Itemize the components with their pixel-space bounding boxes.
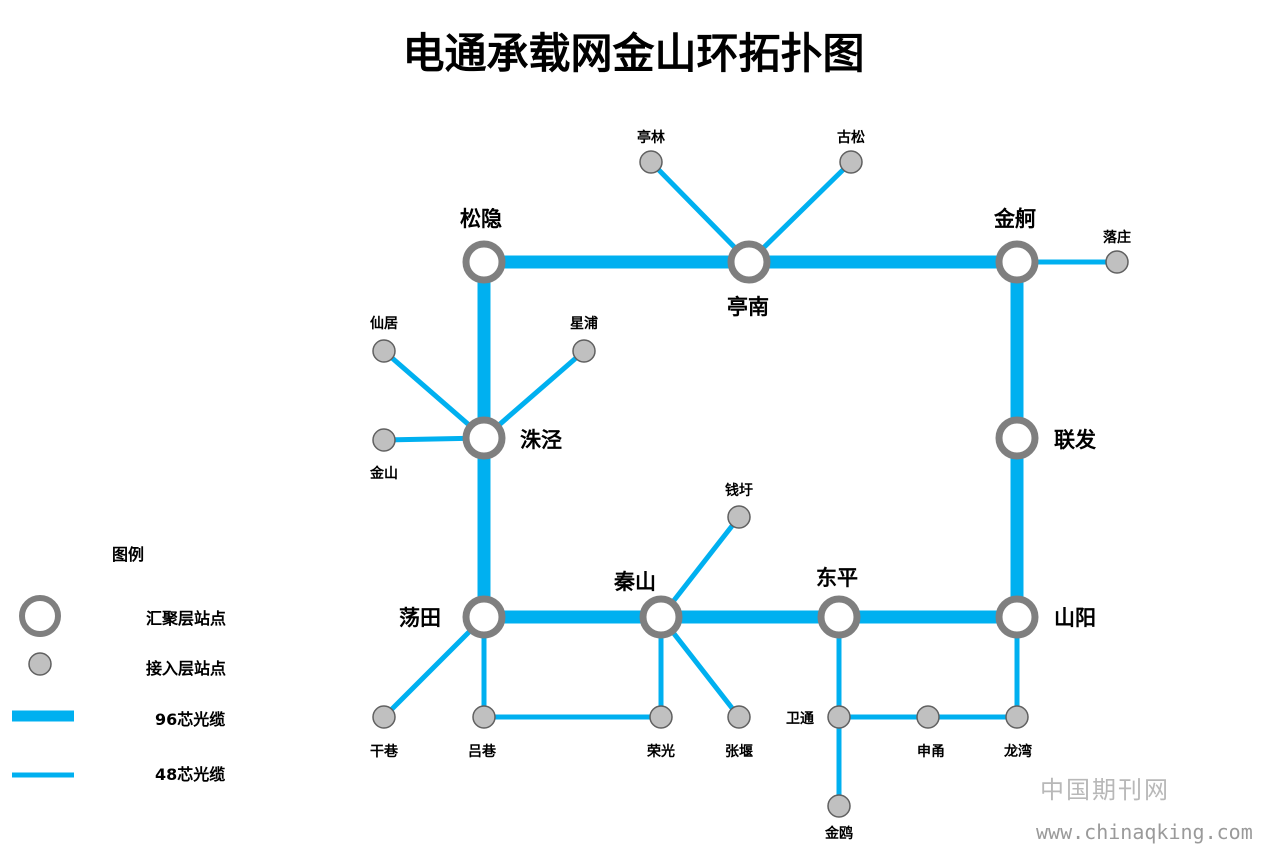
link-tinglin-tingnan xyxy=(649,160,751,264)
watermark-text: 中国期刊网 xyxy=(1040,776,1170,804)
legend-cable96-label: 96芯光缆 xyxy=(155,710,226,729)
node-qinshan xyxy=(639,595,683,639)
node-gusong xyxy=(839,150,863,174)
label-zhujing: 洙泾 xyxy=(520,428,562,452)
minor-nodes xyxy=(372,150,1129,818)
watermark-url: www.chinaqking.com xyxy=(1036,820,1253,844)
link-dangtian-ganxiang xyxy=(382,615,486,719)
label-dangtian: 荡田 xyxy=(399,606,441,630)
node-qianyu xyxy=(727,505,751,529)
label-songyin: 松隐 xyxy=(460,207,502,231)
node-weitong xyxy=(827,705,851,729)
label-jinou: 金鸥 xyxy=(824,825,853,842)
label-lianfa: 联发 xyxy=(1054,428,1097,452)
node-shenyong xyxy=(916,705,940,729)
node-lvxiang xyxy=(472,705,496,729)
major-nodes xyxy=(462,240,1039,639)
node-luozhuang xyxy=(1105,250,1129,274)
legend-major-label: 汇聚层站点 xyxy=(146,609,227,628)
node-ganxiang xyxy=(372,705,396,729)
label-lvxiang: 吕巷 xyxy=(468,743,497,760)
node-jinshan xyxy=(372,428,396,452)
legend-title: 图例 xyxy=(112,545,145,564)
label-ganxiang: 干巷 xyxy=(370,743,399,760)
node-zhujing xyxy=(462,416,506,460)
label-rongguang: 荣光 xyxy=(646,743,675,760)
label-shenyong: 申甬 xyxy=(917,743,945,760)
legend-minor-symbol xyxy=(28,652,52,676)
label-shanyang: 山阳 xyxy=(1054,606,1096,630)
node-dongping xyxy=(817,595,861,639)
label-luozhuang: 落庄 xyxy=(1103,229,1131,246)
link-gusong-tingnan xyxy=(747,160,853,264)
label-qinshan: 秦山 xyxy=(613,570,656,594)
node-longwan xyxy=(1005,705,1029,729)
label-dongping: 东平 xyxy=(816,566,858,590)
label-tingnan: 亭南 xyxy=(727,295,769,319)
node-rongguang xyxy=(649,705,673,729)
legend-minor-label: 接入层站点 xyxy=(146,659,227,678)
label-qianyu: 钱圩 xyxy=(725,482,753,499)
label-xianju: 仙居 xyxy=(370,315,398,332)
legend-symbols xyxy=(12,595,74,778)
label-gusong: 古松 xyxy=(837,129,865,146)
legend-major-symbol xyxy=(19,595,61,637)
label-longwan: 龙湾 xyxy=(1003,743,1032,760)
page-title: 电通承载网金山环拓扑图 xyxy=(402,29,865,78)
label-tinglin: 亭林 xyxy=(637,129,665,146)
node-zhangyan xyxy=(727,705,751,729)
label-xingpu: 星浦 xyxy=(570,315,598,332)
node-dangtian xyxy=(462,595,506,639)
link-xianju-zhujing xyxy=(382,349,486,440)
node-jinou xyxy=(827,794,851,818)
label-zhangyan: 张堰 xyxy=(725,743,753,760)
node-xianju xyxy=(372,339,396,363)
node-songyin xyxy=(462,240,506,284)
cable-48-links xyxy=(382,160,1117,806)
node-shanyang xyxy=(995,595,1039,639)
label-weitong: 卫通 xyxy=(786,711,814,727)
label-jinshan: 金山 xyxy=(369,465,398,482)
node-lianfa xyxy=(995,416,1039,460)
link-xingpu-zhujing xyxy=(482,349,586,440)
node-xingpu xyxy=(572,339,596,363)
legend-cable48-label: 48芯光缆 xyxy=(155,765,226,784)
cable-96-links xyxy=(477,255,1024,624)
node-tingnan xyxy=(727,240,771,284)
node-jinshe xyxy=(995,240,1039,284)
node-tinglin xyxy=(639,150,663,174)
label-jinshe: 金舸 xyxy=(993,207,1036,231)
